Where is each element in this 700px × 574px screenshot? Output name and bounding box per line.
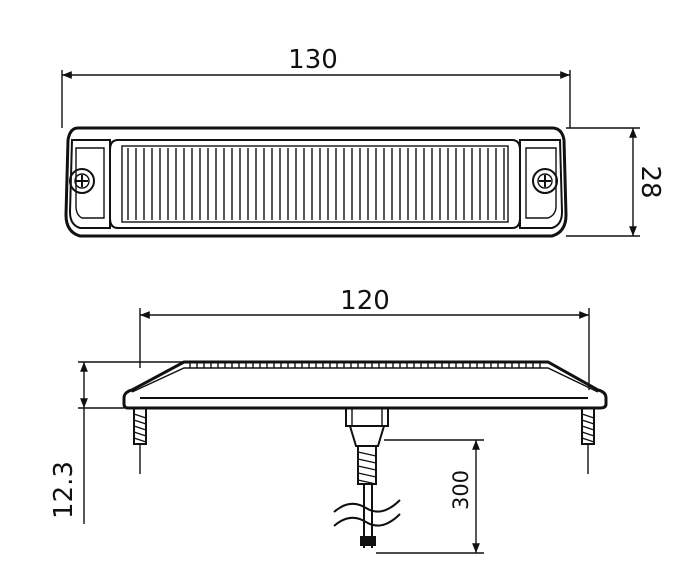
dimension-120: 120 [139,286,590,390]
side-view: 120 [49,286,608,554]
cable [333,484,401,548]
dimension-label-130: 130 [288,45,338,75]
screw-right [532,168,558,194]
dimension-label-28: 28 [635,165,665,198]
dimension-130: 130 [61,45,571,128]
lens-ribs [127,148,505,220]
dimension-12-3: 12.3 [49,361,186,524]
dimension-28: 28 [566,127,665,237]
top-view: 130 [61,45,665,238]
dimension-label-300: 300 [449,470,473,510]
dimension-label-120: 120 [340,286,390,316]
lamp-profile-side [122,360,608,410]
cable-gland [345,407,389,485]
top-ribs [189,362,541,368]
dimension-300: 300 [376,439,484,554]
stud-left [133,407,147,474]
lamp-housing-top [64,126,568,238]
screw-left [69,168,95,194]
stud-right [581,407,595,474]
dimension-label-12-3: 12.3 [49,461,79,519]
